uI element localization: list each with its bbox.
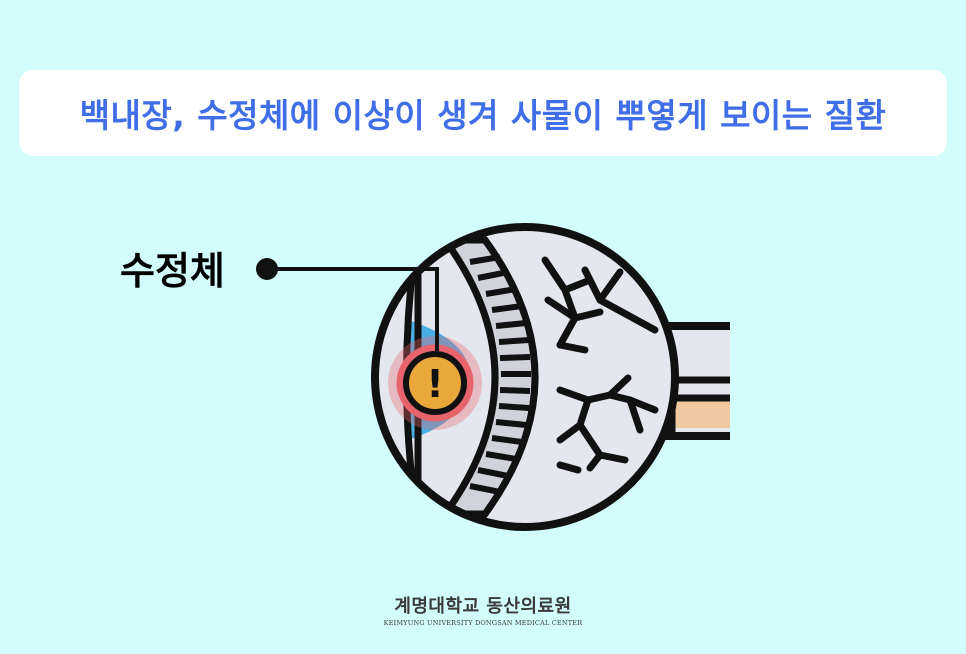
warning-icon: ! <box>426 362 443 406</box>
lens-label: 수정체 <box>120 249 225 293</box>
label-pointer <box>256 258 439 352</box>
title-banner: 백내장, 수정체에 이상이 생겨 사물이 뿌옇게 보이는 질환 <box>19 70 947 156</box>
page-title: 백내장, 수정체에 이상이 생겨 사물이 뿌옇게 보이는 질환 <box>79 96 887 135</box>
hospital-name-en: KEIMYUNG UNIVERSITY DONGSAN MEDICAL CENT… <box>383 619 583 627</box>
hospital-logo: 계명대학교 동산의료원 KEIMYUNG UNIVERSITY DONGSAN … <box>383 592 583 627</box>
hospital-name-ko: 계명대학교 동산의료원 <box>394 596 572 617</box>
retinal-vessels <box>541 256 659 474</box>
